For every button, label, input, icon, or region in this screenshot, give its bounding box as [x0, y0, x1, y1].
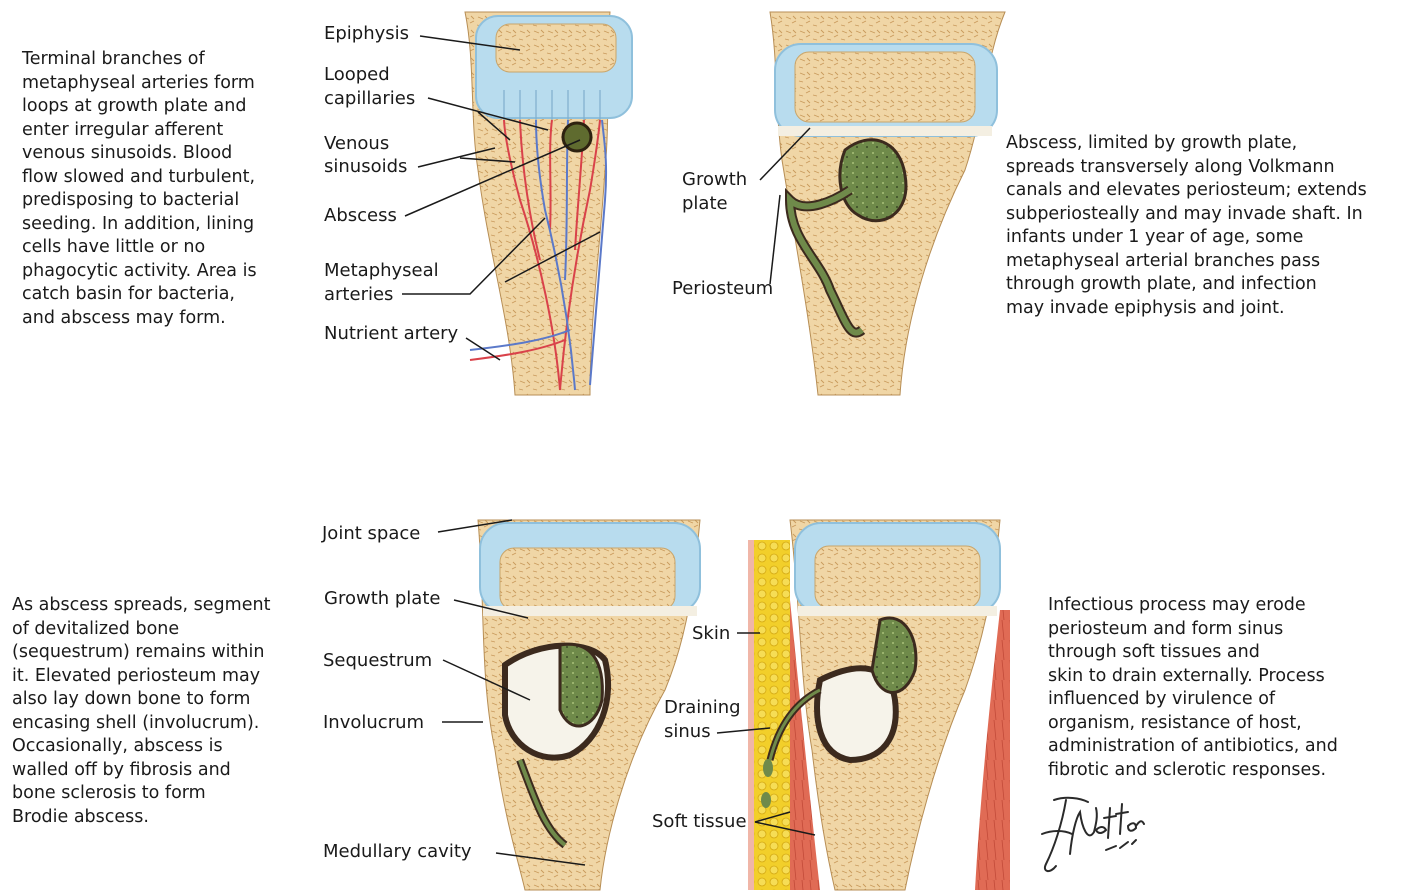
label-joint-space: Joint space: [322, 522, 420, 546]
bone-top-right: [770, 12, 1005, 395]
abscess-focus: [563, 123, 591, 151]
label-looped-capillaries-line2: capillaries: [324, 87, 415, 111]
bone-top-left: [465, 12, 632, 395]
top-right-description: Abscess, limited by growth plate, spread…: [1006, 132, 1367, 320]
label-growth-plate-top-line2: plate: [682, 192, 728, 216]
label-metaphyseal-arteries-line1: Metaphyseal: [324, 259, 439, 283]
label-growth-plate-bottom: Growth plate: [324, 587, 440, 611]
netter-signature: [1036, 794, 1146, 876]
label-abscess: Abscess: [324, 204, 397, 228]
label-epiphysis: Epiphysis: [324, 22, 409, 46]
top-left-description: Terminal branches of metaphyseal arterie…: [22, 48, 257, 330]
label-soft-tissue: Soft tissue: [652, 810, 747, 834]
bone-bottom-right: [748, 520, 1010, 890]
label-periosteum: Periosteum: [672, 277, 773, 301]
bottom-right-description: Infectious process may erode periosteum …: [1048, 594, 1338, 782]
bottom-left-description: As abscess spreads, segment of devitaliz…: [12, 594, 270, 829]
label-draining-sinus-line2: sinus: [664, 720, 711, 744]
label-skin: Skin: [692, 622, 730, 646]
label-nutrient-artery: Nutrient artery: [324, 322, 458, 346]
label-venous-sinusoids-line2: sinusoids: [324, 155, 407, 179]
label-medullary-cavity: Medullary cavity: [323, 840, 472, 864]
label-sequestrum: Sequestrum: [323, 649, 432, 673]
label-growth-plate-top-line1: Growth: [682, 168, 747, 192]
label-metaphyseal-arteries-line2: arteries: [324, 283, 393, 307]
label-draining-sinus-line1: Draining: [664, 696, 741, 720]
label-involucrum: Involucrum: [323, 711, 424, 735]
label-looped-capillaries-line1: Looped: [324, 63, 390, 87]
label-venous-sinusoids-line1: Venous: [324, 132, 389, 156]
